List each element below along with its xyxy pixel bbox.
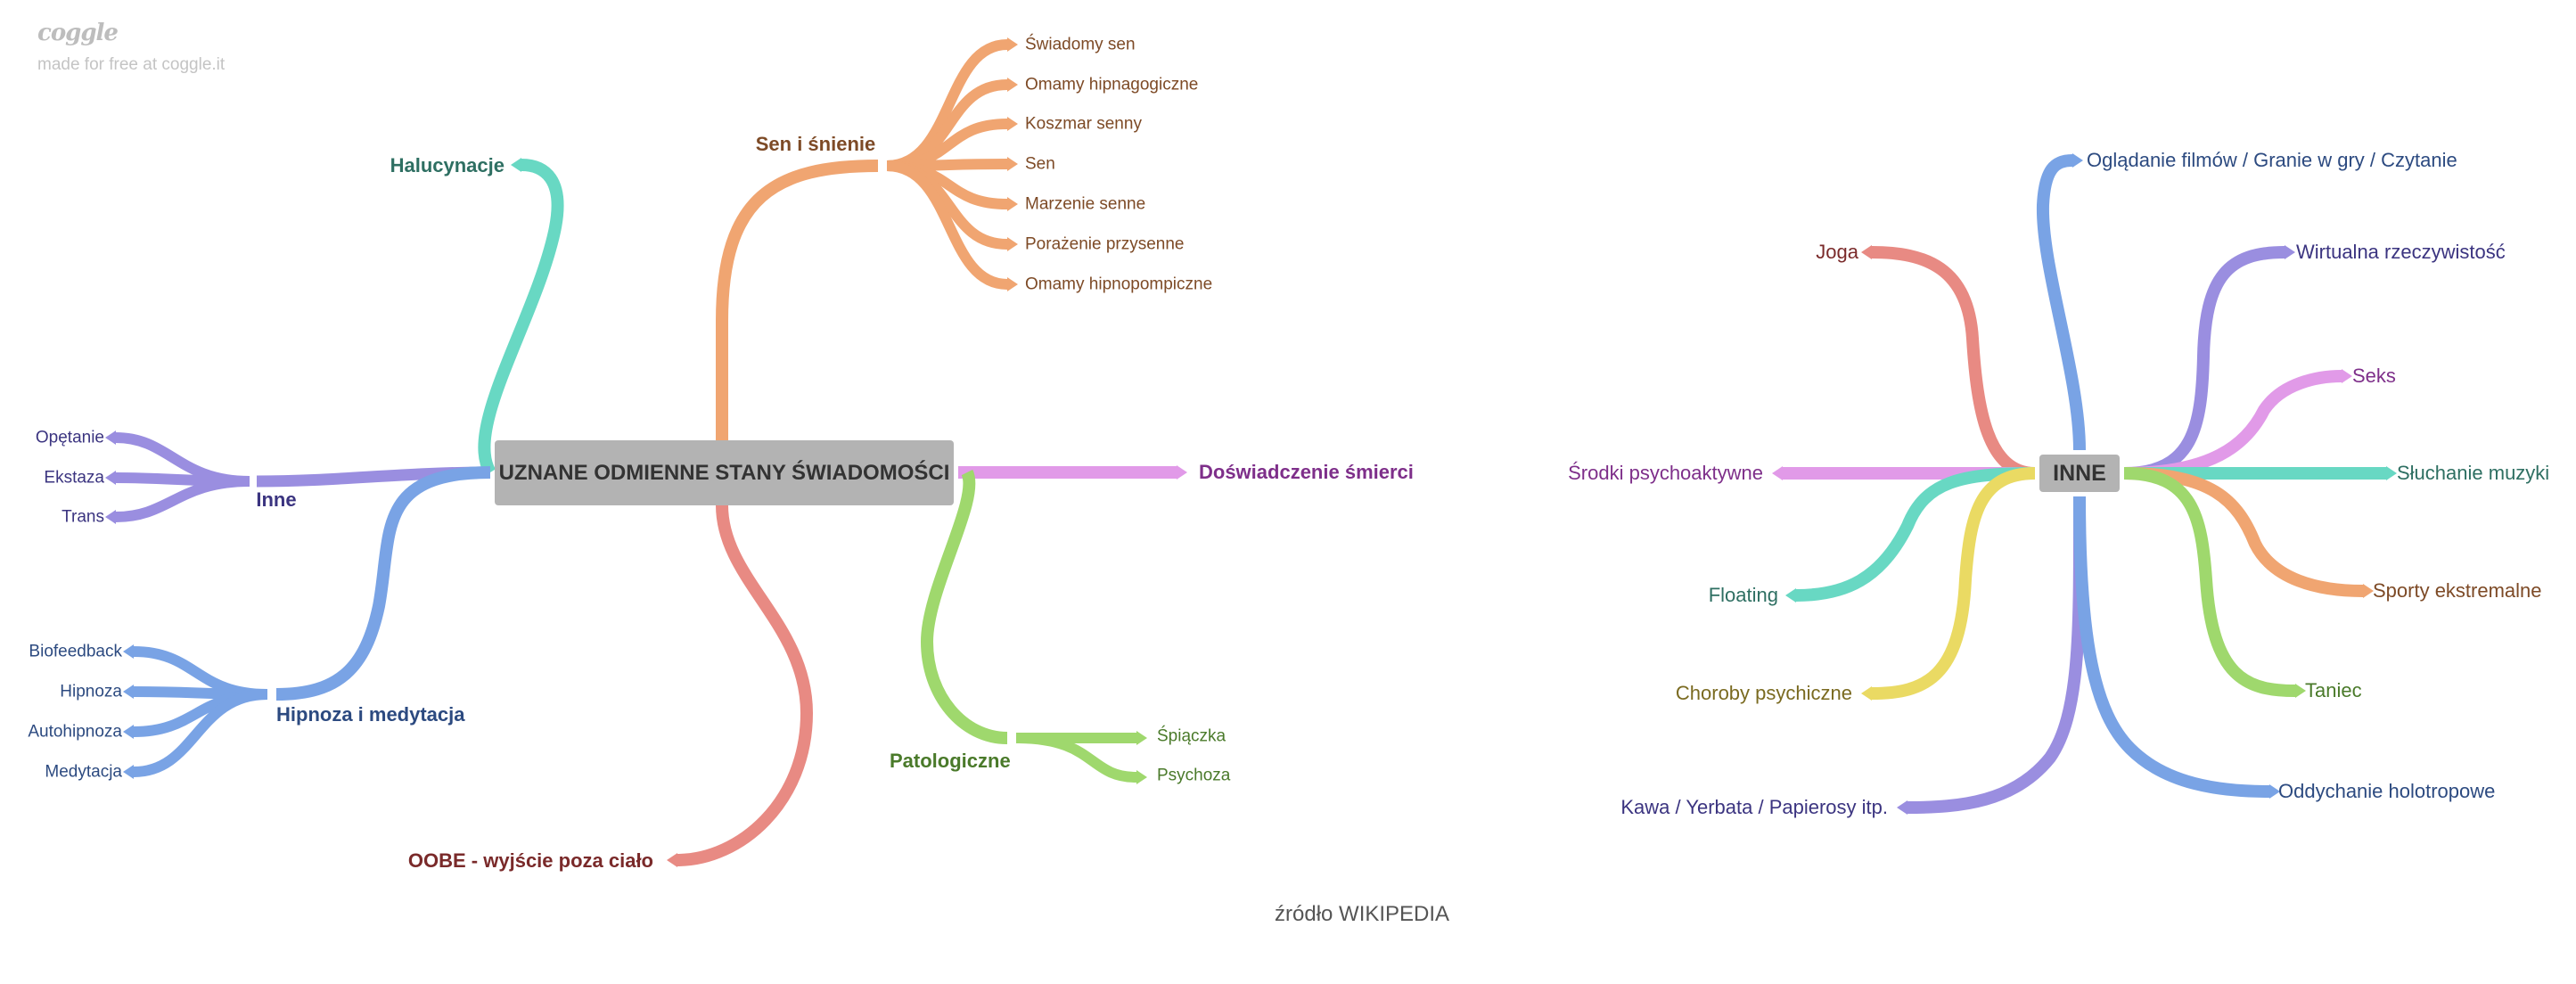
- branch-line-halucynacje: [478, 159, 564, 476]
- arrow-psychoza: [1136, 770, 1147, 784]
- branch-doswiadczenie-smierci[interactable]: Doświadczenie śmierci: [1199, 461, 1414, 483]
- leaf-line-psychoza: [1015, 733, 1137, 783]
- arrow-seks: [2342, 369, 2352, 383]
- arrow-sen-0: [1007, 37, 1018, 52]
- leaf-choroby-psychiczne[interactable]: Choroby psychiczne: [1675, 682, 1852, 704]
- branch-hipnoza-i-medytacja[interactable]: Hipnoza i medytacja: [276, 703, 465, 726]
- leaf-ogladanie-filmow[interactable]: Oglądanie filmów / Granie w gry / Czytan…: [2087, 149, 2457, 171]
- line-floating: [1795, 467, 2036, 602]
- line-wirtualna: [2123, 246, 2285, 480]
- leaf-seks[interactable]: Seks: [2352, 365, 2396, 387]
- line-seks: [2123, 370, 2342, 480]
- leaf-omamy-hipnagogiczne[interactable]: Omamy hipnagogiczne: [1025, 75, 1199, 94]
- arrow-oobe: [667, 853, 677, 867]
- leaf-hipnoza[interactable]: Hipnoza: [60, 682, 122, 701]
- leaf-trans[interactable]: Trans: [62, 507, 104, 527]
- leaf-srodki-psychoaktywne[interactable]: Środki psychoaktywne: [1568, 462, 1763, 484]
- leaf-joga[interactable]: Joga: [1816, 241, 1858, 263]
- leaf-line-inne-2: [115, 476, 250, 522]
- arrow-sen-4: [1007, 197, 1018, 211]
- arrow-inne-0: [105, 430, 116, 445]
- arrow-hipnoza-2: [123, 725, 134, 739]
- arrow-spiaczka: [1136, 731, 1147, 745]
- leaf-sporty-ekstremalne[interactable]: Sporty ekstremalne: [2373, 579, 2542, 602]
- branch-line-sen: [716, 160, 879, 440]
- arrow-floating: [1785, 588, 1796, 603]
- leaf-spiaczka[interactable]: Śpiączka: [1157, 726, 1226, 746]
- branch-patologiczne[interactable]: Patologiczne: [890, 750, 1011, 772]
- arrow-sen-5: [1007, 237, 1018, 251]
- branch-inne[interactable]: Inne: [256, 488, 297, 511]
- line-joga: [1871, 246, 2036, 480]
- arrow-taniec: [2295, 684, 2306, 698]
- arrow-hipnoza-0: [123, 644, 134, 659]
- leaf-medytacja[interactable]: Medytacja: [45, 762, 122, 782]
- leaf-line-sen-6: [886, 160, 1008, 290]
- line-ogladanie: [2036, 154, 2086, 451]
- leaf-autohipnoza[interactable]: Autohipnoza: [28, 722, 122, 742]
- line-sporty: [2123, 467, 2364, 597]
- leaf-psychoza[interactable]: Psychoza: [1157, 766, 1231, 785]
- arrow-sen-2: [1007, 117, 1018, 131]
- arrow-oddychanie: [2269, 784, 2280, 799]
- leaf-biofeedback[interactable]: Biofeedback: [29, 642, 122, 661]
- branch-oobe[interactable]: OOBE - wyjście poza ciało: [407, 849, 653, 872]
- leaf-sluchanie-muzyki[interactable]: Słuchanie muzyki: [2397, 462, 2550, 484]
- leaf-kawa-yerbata[interactable]: Kawa / Yerbata / Papierosy itp.: [1620, 796, 1888, 818]
- leaf-taniec[interactable]: Taniec: [2305, 679, 2362, 701]
- arrow-sen-1: [1007, 78, 1018, 92]
- leaf-floating[interactable]: Floating: [1708, 584, 1778, 606]
- arrow-sen-6: [1007, 277, 1018, 291]
- arrow-sporty: [2363, 584, 2374, 598]
- source-caption: źródło WIKIPEDIA: [1275, 902, 1450, 926]
- leaf-sen[interactable]: Sen: [1025, 154, 1055, 174]
- arrow-wirtualna: [2285, 245, 2295, 259]
- branch-line-patologiczne: [920, 469, 1008, 744]
- leaf-oddychanie-holotropowe[interactable]: Oddychanie holotropowe: [2278, 780, 2496, 802]
- line-choroby: [1871, 467, 2036, 700]
- arrow-hipnoza-1: [123, 685, 134, 699]
- coggle-tagline[interactable]: made for free at coggle.it: [37, 55, 226, 74]
- leaf-swiadomy-sen[interactable]: Świadomy sen: [1025, 35, 1136, 54]
- branch-sen-i-snienie[interactable]: Sen i śnienie: [755, 133, 876, 155]
- arrow-doswiadczenie: [1177, 465, 1187, 480]
- arrow-sluchanie: [2386, 466, 2397, 480]
- leaf-line-hipnoza-3: [133, 689, 268, 777]
- branch-line-hipnoza: [275, 466, 491, 701]
- leaf-omamy-hipnopompiczne[interactable]: Omamy hipnopompiczne: [1025, 275, 1213, 294]
- root-node-main[interactable]: UZNANE ODMIENNE STANY ŚWIADOMOŚCI: [495, 440, 954, 505]
- arrow-kawa: [1897, 800, 1907, 815]
- line-oddychanie: [2073, 496, 2270, 798]
- leaf-marzenie-senne[interactable]: Marzenie senne: [1025, 194, 1146, 214]
- root-node-inne[interactable]: INNE: [2039, 455, 2120, 492]
- leaf-ekstaza[interactable]: Ekstaza: [44, 468, 104, 488]
- arrow-joga: [1861, 245, 1872, 259]
- arrow-hipnoza-3: [123, 765, 134, 779]
- arrow-sen-3: [1007, 157, 1018, 171]
- leaf-wirtualna-rzeczywistosc[interactable]: Wirtualna rzeczywistość: [2296, 241, 2506, 263]
- arrow-srodki: [1772, 466, 1783, 480]
- arrow-ogladanie: [2072, 153, 2083, 168]
- arrow-inne-2: [105, 510, 116, 524]
- leaf-porazenie-przysenne[interactable]: Porażenie przysenne: [1025, 234, 1185, 254]
- arrow-inne-1: [105, 471, 116, 485]
- leaf-koszmar-senny[interactable]: Koszmar senny: [1025, 114, 1142, 134]
- arrow-choroby: [1861, 686, 1872, 701]
- leaf-opetanie[interactable]: Opętanie: [35, 428, 104, 447]
- line-taniec: [2123, 467, 2296, 697]
- line-kawa: [1907, 496, 2087, 814]
- coggle-logo[interactable]: coggle: [37, 20, 119, 46]
- arrow-halucynacje: [511, 158, 521, 172]
- branch-line-oobe: [677, 504, 814, 866]
- branch-halucynacje[interactable]: Halucynacje: [390, 154, 505, 176]
